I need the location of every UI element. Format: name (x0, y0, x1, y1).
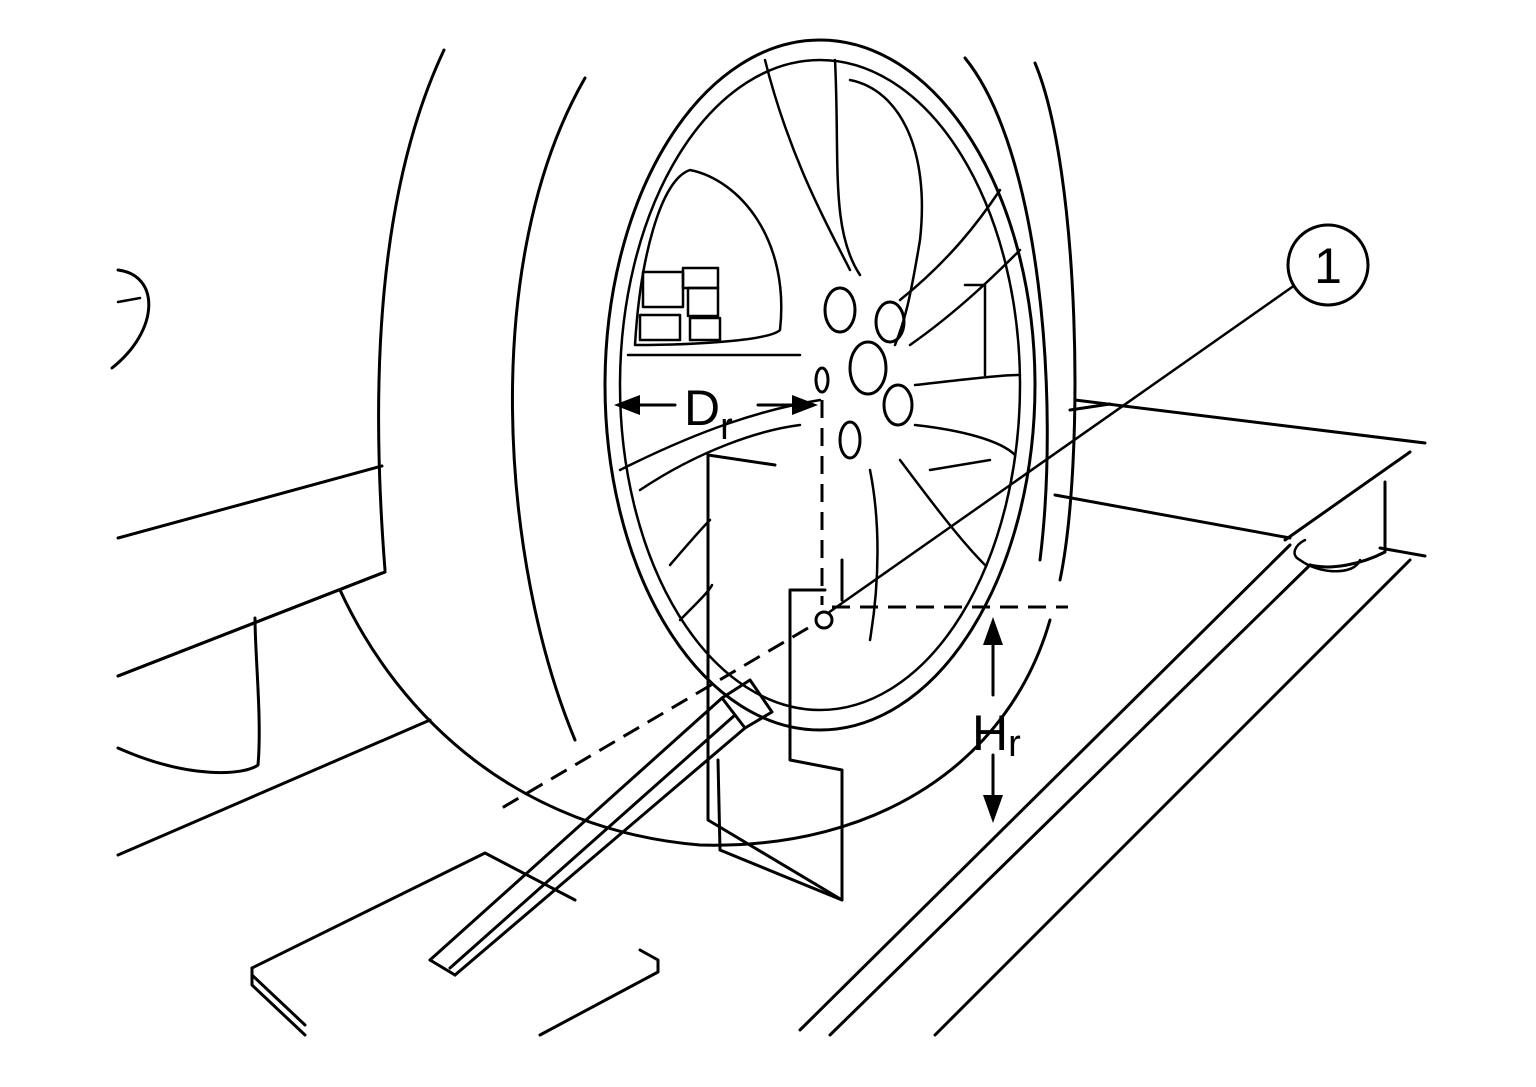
dr-dimension (614, 395, 818, 415)
pointer-stick (428, 678, 774, 977)
dr-label: Dr (684, 380, 733, 448)
measuring-gauge (706, 453, 844, 902)
callout-leader-line (826, 283, 1297, 615)
floor (116, 398, 1427, 857)
measurement-lines (494, 400, 1068, 814)
callout-1: 1 (1286, 223, 1370, 307)
reference-point (814, 610, 834, 630)
hr-label: Hr (972, 705, 1021, 765)
vehicle-body (110, 48, 587, 775)
tire (338, 56, 1077, 847)
alignment-rail (798, 450, 1412, 1037)
callout-1-label: 1 (1314, 238, 1342, 294)
base-block (250, 851, 660, 1037)
hr-dimension (983, 617, 1003, 823)
